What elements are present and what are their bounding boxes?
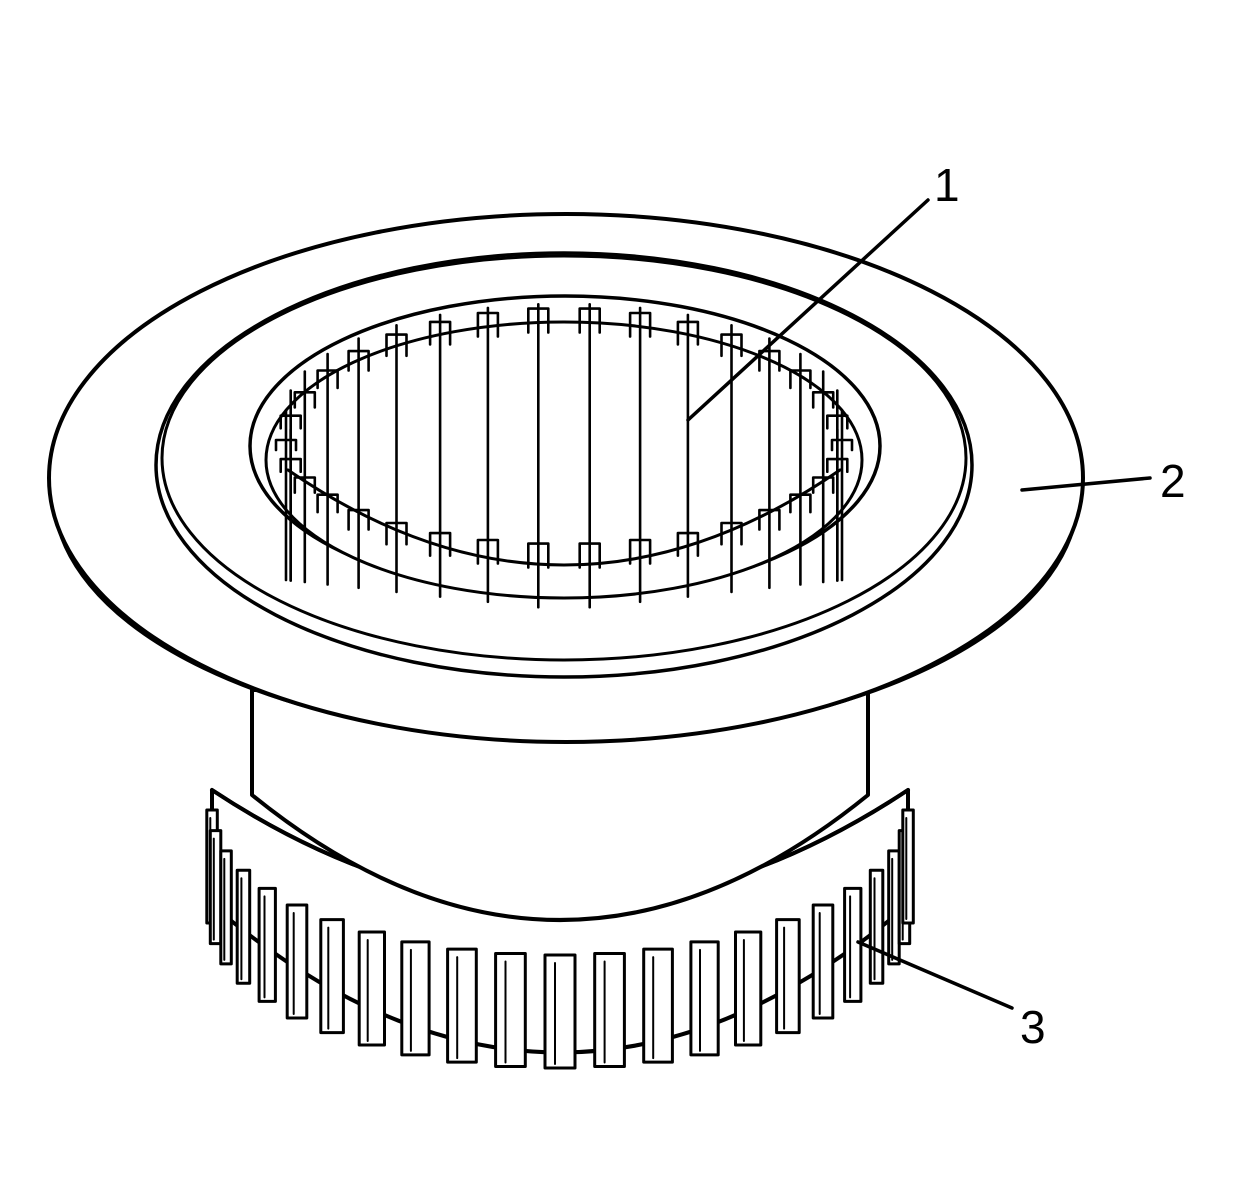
gear-tooth xyxy=(734,930,763,1047)
leader-line-1 xyxy=(686,198,930,422)
callout-1: 1 xyxy=(934,159,960,211)
leader-line-3 xyxy=(856,940,1014,1010)
gear-tooth xyxy=(901,808,915,925)
gear-tooth xyxy=(887,849,901,966)
callout-2: 2 xyxy=(1160,455,1186,507)
gear-tooth xyxy=(235,868,252,985)
spline-tooth xyxy=(811,391,835,409)
spline-tooth xyxy=(279,414,302,430)
gear-tooth xyxy=(208,829,223,946)
bore-opening xyxy=(264,320,864,600)
gear-tooth xyxy=(446,947,478,1064)
spline-tooth xyxy=(347,349,370,372)
leader-line-2 xyxy=(1020,476,1152,492)
bore-bottom-shadow xyxy=(286,468,842,567)
gear-tooth xyxy=(257,886,277,1003)
internal-splines xyxy=(274,302,854,609)
spline-tooth xyxy=(758,349,781,372)
spline-tooth xyxy=(274,438,298,452)
hub-cylinder xyxy=(250,688,870,922)
spline-tooth xyxy=(676,320,700,346)
gear-tooth xyxy=(219,849,233,966)
splined-bore xyxy=(248,294,882,609)
gear-tooth xyxy=(689,940,720,1057)
gear-tooth xyxy=(775,918,801,1035)
gear-tooth xyxy=(868,868,885,985)
callout-3: 3 xyxy=(1020,1001,1046,1053)
gear-teeth xyxy=(205,808,915,1070)
gear-tooth xyxy=(642,947,674,1064)
gear-tooth xyxy=(843,886,863,1003)
spline-tooth xyxy=(789,369,812,390)
flange-raised-ring-inner xyxy=(160,254,968,662)
spline-tooth xyxy=(578,307,601,334)
gear-tooth xyxy=(494,952,527,1068)
spline-tooth xyxy=(293,391,317,409)
spline-tooth xyxy=(385,333,408,358)
spline-tooth xyxy=(316,369,339,390)
callouts: 1 2 3 xyxy=(934,159,1186,1053)
spline-tooth xyxy=(527,307,550,334)
gear-tooth xyxy=(400,940,431,1057)
spline-tooth xyxy=(476,311,500,338)
gear-tooth xyxy=(357,930,386,1047)
spline-tooth xyxy=(720,333,743,358)
spline-tooth xyxy=(628,311,652,338)
spline-tooth xyxy=(830,438,854,452)
spline-tooth xyxy=(826,414,849,430)
gear-tooth xyxy=(543,953,577,1070)
gear-tooth xyxy=(593,952,626,1068)
leader-lines xyxy=(686,198,1152,1010)
gear-tooth xyxy=(811,903,835,1020)
gear-tooth xyxy=(319,918,345,1035)
spline-tooth xyxy=(428,320,452,346)
gear-tooth xyxy=(285,903,309,1020)
